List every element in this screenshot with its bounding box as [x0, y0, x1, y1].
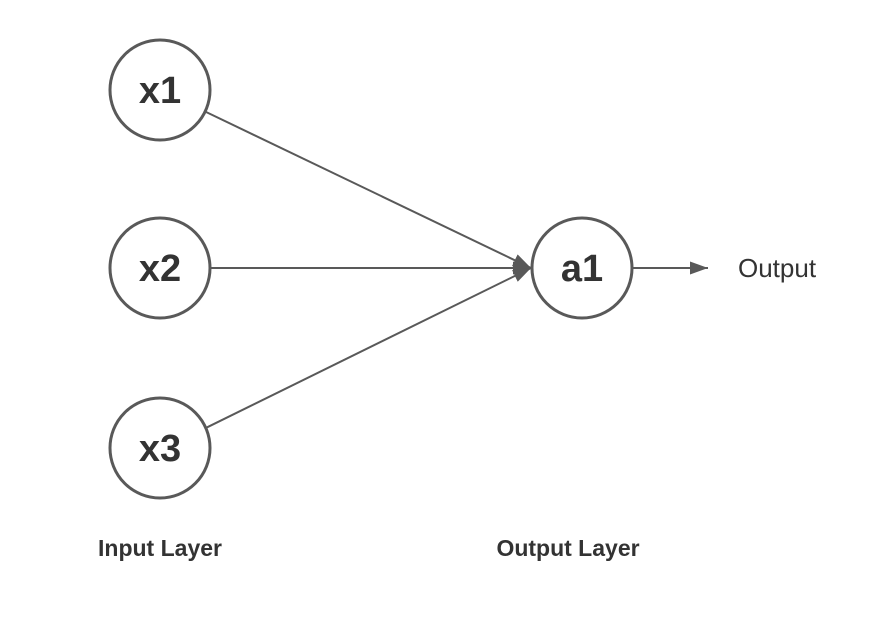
edge-x3-to-a1 [204, 267, 532, 430]
input-node-x2 [108, 216, 212, 320]
output-node-a1 [530, 216, 634, 320]
input-node-x1 [108, 38, 212, 142]
input-node-x3 [108, 396, 212, 500]
output-label: Output [738, 253, 817, 283]
output-layer-label: Output Layer [496, 535, 639, 561]
node-label-x2: x2 [139, 248, 181, 290]
input-layer-label: Input Layer [98, 535, 222, 561]
node-label-x3: x3 [139, 428, 181, 470]
node-label-a1: a1 [561, 248, 603, 290]
edge-x1-to-a1 [204, 110, 532, 269]
node-label-x1: x1 [139, 70, 181, 112]
